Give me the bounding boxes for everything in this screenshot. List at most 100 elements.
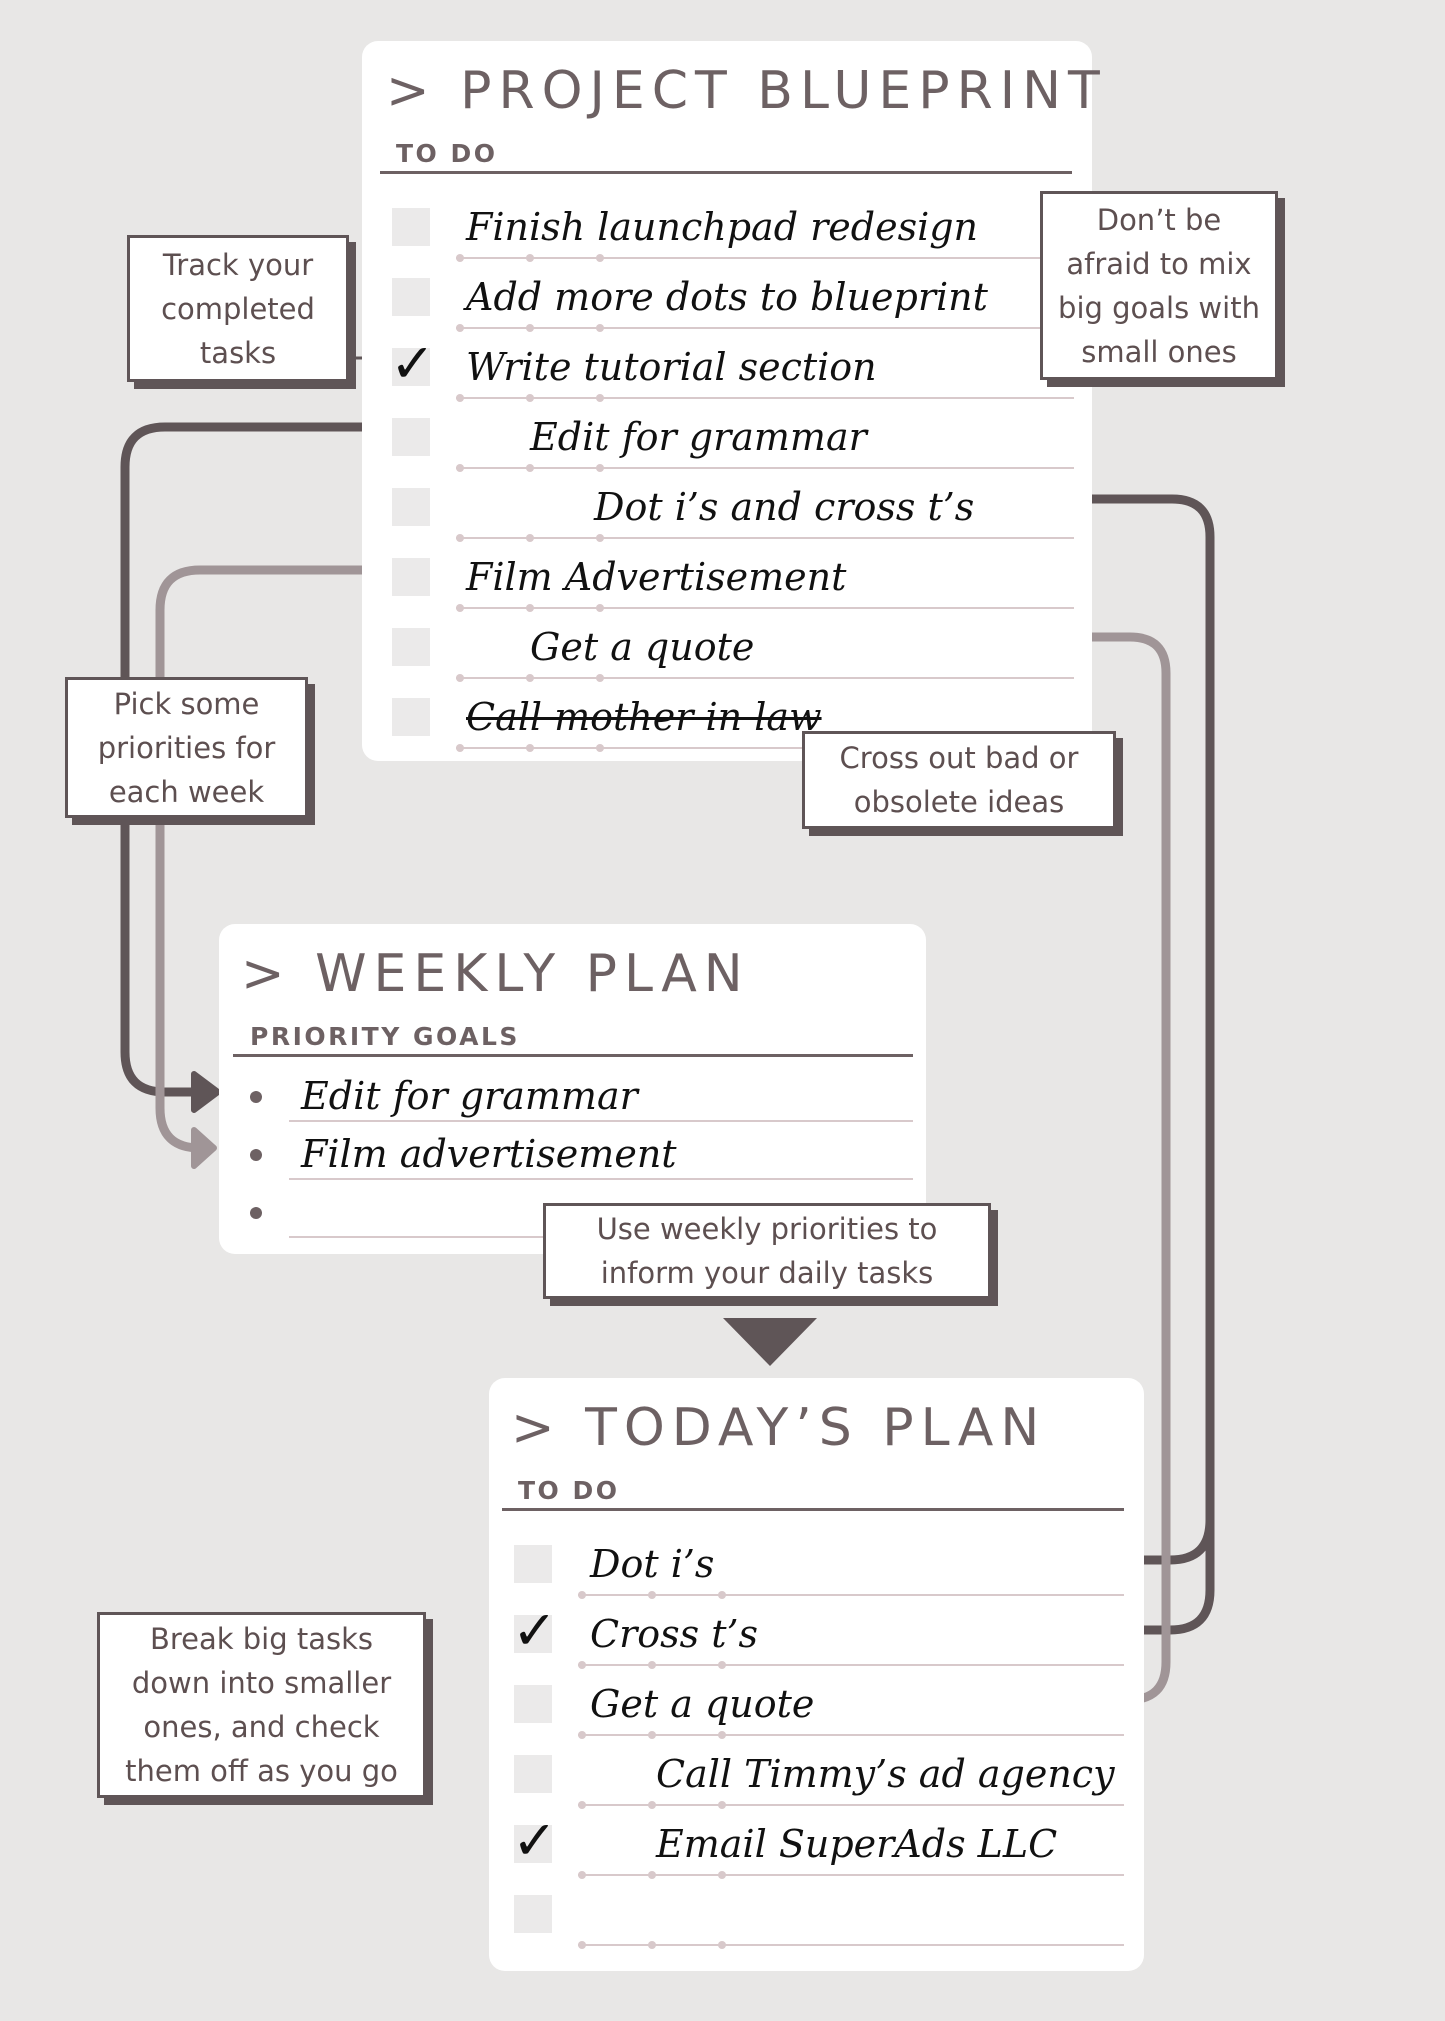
panel-subtitle: TO DO [518,1476,620,1505]
priority-text: Film advertisement [301,1132,677,1176]
rule-dot [718,1591,726,1599]
rule-dot [648,1731,656,1739]
rule-dot [596,674,604,682]
rule-dot [456,534,464,542]
rule-line [456,677,1074,679]
panel-subtitle: PRIORITY GOALS [250,1022,520,1051]
task-text: Edit for grammar [530,415,867,459]
callout-pick-priorities: Pick some priorities for each week [65,677,308,818]
rule-line [456,327,1074,329]
rule-line [456,257,1074,259]
checkbox[interactable] [392,698,430,736]
checkbox[interactable] [392,208,430,246]
checkbox[interactable] [392,278,430,316]
rule-dot [526,464,534,472]
rule-line [456,467,1074,469]
checkbox[interactable] [514,1895,552,1933]
checkbox[interactable] [514,1615,552,1653]
panel-rule [233,1054,913,1057]
callout-text: Don’t be afraid to mix big goals with sm… [1058,202,1260,369]
task-row: Write tutorial section [456,329,1074,402]
project-blueprint-panel: > PROJECT BLUEPRINT TO DO Finish launchp… [362,41,1100,761]
rule-line [578,1664,1124,1666]
arrowhead-film-to-weekly [191,1127,217,1169]
checkbox[interactable] [392,348,430,386]
task-row: Edit for grammar [456,399,1074,472]
task-row: Email SuperAds LLC [578,1806,1124,1879]
weekly-plan-panel: > WEEKLY PLAN PRIORITY GOALS Edit for gr… [219,924,926,1254]
checkbox[interactable] [514,1545,552,1583]
task-row: Get a quote [456,609,1074,682]
rule-line [289,1120,913,1122]
task-text: Call mother in law [466,695,822,739]
rule-line [578,1734,1124,1736]
rule-dot [526,394,534,402]
callout-text: Use weekly priorities to inform your dai… [596,1212,938,1290]
callout-text: Track your completed tasks [161,247,315,370]
rule-dot [718,1731,726,1739]
callout-text: Pick some priorities for each week [97,686,276,809]
task-row: Cross t’s [578,1596,1124,1669]
rule-dot [456,604,464,612]
task-text: Cross t’s [590,1612,759,1656]
panel-title: > WEEKLY PLAN [241,944,750,1004]
task-row: Add more dots to blueprint [456,259,1074,332]
panel-rule [502,1508,1124,1511]
rule-dot [526,534,534,542]
rule-dot [596,744,604,752]
task-row: Call Timmy’s ad agency [578,1736,1124,1809]
rule-dot [526,604,534,612]
rule-dot [596,604,604,612]
panel-title: > TODAY’S PLAN [511,1398,1047,1458]
task-row: Finish launchpad redesign [456,189,1074,262]
check-mark-icon: ✓ [512,1599,558,1662]
task-text: Email SuperAds LLC [656,1822,1058,1866]
down-triangle-icon [723,1318,817,1366]
rule-dot [578,1591,586,1599]
checkbox[interactable] [514,1685,552,1723]
checkbox[interactable] [392,488,430,526]
task-row: Get a quote [578,1666,1124,1739]
rule-dot [596,394,604,402]
checkbox[interactable] [514,1825,552,1863]
bullet-icon [250,1149,262,1161]
rule-dot [526,254,534,262]
callout-mix-goals: Don’t be afraid to mix big goals with sm… [1040,191,1278,380]
priority-row: Edit for grammar [289,1064,913,1122]
rule-dot [596,534,604,542]
panel-title: > PROJECT BLUEPRINT [386,61,1107,121]
rule-dot [648,1941,656,1949]
task-text: Dot i’s [590,1542,715,1586]
bullet-icon [250,1207,262,1219]
task-row [578,1876,1124,1949]
rule-line [578,1944,1124,1946]
check-mark-icon: ✓ [390,332,436,395]
task-text: Get a quote [530,625,755,669]
checkbox[interactable] [392,558,430,596]
callout-weekly-inform: Use weekly priorities to inform your dai… [543,1203,991,1299]
task-row: Dot i’s [578,1526,1124,1599]
task-row: Dot i’s and cross t’s [456,469,1074,542]
task-text: Add more dots to blueprint [466,275,988,319]
checkbox[interactable] [392,418,430,456]
rule-dot [526,324,534,332]
panel-subtitle: TO DO [396,139,498,168]
rule-dot [718,1661,726,1669]
task-text: Finish launchpad redesign [466,205,979,249]
rule-dot [596,254,604,262]
checkbox[interactable] [392,628,430,666]
rule-dot [718,1941,726,1949]
rule-dot [456,744,464,752]
rule-dot [648,1871,656,1879]
rule-dot [526,674,534,682]
rule-dot [578,1731,586,1739]
rule-dot [578,1661,586,1669]
rule-line [456,537,1074,539]
task-text: Write tutorial section [466,345,877,389]
checkbox[interactable] [514,1755,552,1793]
arrow-cross-to-today [835,1520,1215,1635]
rule-line [456,747,1074,749]
task-text: Get a quote [590,1682,815,1726]
check-mark-icon: ✓ [512,1809,558,1872]
